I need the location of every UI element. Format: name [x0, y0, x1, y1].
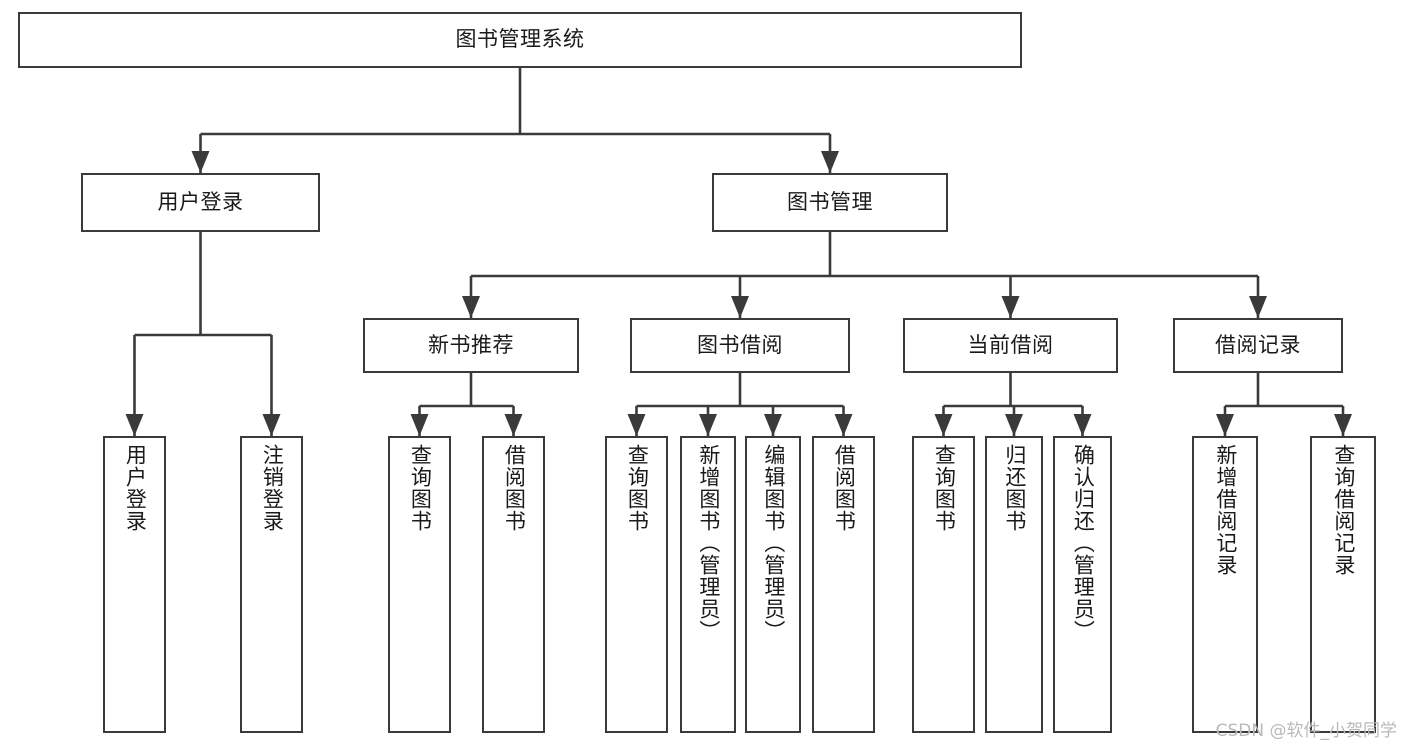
- node-label-l7: 编辑图书（管理员）: [761, 444, 786, 642]
- node-box-l2[interactable]: 注销登录: [240, 436, 303, 733]
- node-box-newbook[interactable]: 新书推荐: [363, 318, 579, 373]
- node-label-l12: 新增借阅记录: [1213, 444, 1238, 576]
- arrow-head-l13: [1334, 414, 1352, 436]
- node-box-l12[interactable]: 新增借阅记录: [1192, 436, 1258, 733]
- node-box-l3[interactable]: 查询图书: [388, 436, 451, 733]
- arrow-head-bookmgmt: [821, 151, 839, 173]
- node-label-l9: 查询图书: [932, 444, 957, 532]
- arrow-head-current: [1001, 296, 1020, 318]
- node-label-login: 用户登录: [157, 189, 244, 214]
- node-label-l5: 查询图书: [625, 444, 650, 532]
- node-box-l7[interactable]: 编辑图书（管理员）: [745, 436, 801, 733]
- arrow-head-login: [191, 151, 210, 173]
- node-box-l13[interactable]: 查询借阅记录: [1310, 436, 1376, 733]
- node-label-l4: 借阅图书: [502, 444, 527, 532]
- arrow-head-l1: [125, 414, 144, 436]
- node-box-l4[interactable]: 借阅图书: [482, 436, 545, 733]
- node-box-root[interactable]: 图书管理系统: [18, 12, 1022, 68]
- arrow-head-l11: [1073, 414, 1092, 436]
- node-label-records: 借阅记录: [1215, 332, 1301, 357]
- node-label-l8: 借阅图书: [832, 444, 857, 532]
- arrow-head-l12: [1216, 414, 1234, 436]
- node-label-newbook: 新书推荐: [428, 332, 514, 357]
- arrow-head-l6: [699, 414, 717, 436]
- arrow-head-newbook: [462, 296, 480, 318]
- node-label-l2: 注销登录: [260, 444, 285, 532]
- node-box-borrow[interactable]: 图书借阅: [630, 318, 850, 373]
- node-box-login[interactable]: 用户登录: [81, 173, 320, 232]
- arrow-head-l7: [764, 414, 782, 436]
- arrow-head-l3: [410, 414, 429, 436]
- node-box-l6[interactable]: 新增图书（管理员）: [680, 436, 736, 733]
- node-label-bookmgmt: 图书管理: [787, 189, 873, 214]
- arrow-head-records: [1249, 296, 1267, 318]
- node-label-root: 图书管理系统: [455, 27, 585, 52]
- arrow-head-borrow: [731, 296, 749, 318]
- node-box-l10[interactable]: 归还图书: [985, 436, 1043, 733]
- watermark-text: CSDN @软件_小贺同学: [1215, 721, 1397, 741]
- node-label-l6: 新增图书（管理员）: [696, 444, 721, 642]
- node-box-l1[interactable]: 用户登录: [103, 436, 166, 733]
- arrow-head-l9: [934, 414, 953, 436]
- node-box-current[interactable]: 当前借阅: [903, 318, 1118, 373]
- node-box-l5[interactable]: 查询图书: [605, 436, 668, 733]
- node-label-current: 当前借阅: [967, 332, 1054, 357]
- node-box-bookmgmt[interactable]: 图书管理: [712, 173, 948, 232]
- arrow-head-l4: [504, 414, 523, 436]
- node-label-l1: 用户登录: [123, 444, 148, 532]
- node-label-l11: 确认归还（管理员）: [1071, 444, 1096, 642]
- arrow-head-l2: [262, 414, 281, 436]
- node-box-l11[interactable]: 确认归还（管理员）: [1053, 436, 1112, 733]
- node-label-l13: 查询借阅记录: [1331, 444, 1356, 576]
- node-label-l10: 归还图书: [1002, 444, 1027, 532]
- node-box-l9[interactable]: 查询图书: [912, 436, 975, 733]
- arrow-head-l5: [627, 414, 646, 436]
- node-box-l8[interactable]: 借阅图书: [812, 436, 875, 733]
- arrow-head-l10: [1005, 414, 1023, 436]
- node-label-borrow: 图书借阅: [697, 332, 783, 357]
- arrow-head-l8: [834, 414, 853, 436]
- node-label-l3: 查询图书: [408, 444, 433, 532]
- node-box-records[interactable]: 借阅记录: [1173, 318, 1343, 373]
